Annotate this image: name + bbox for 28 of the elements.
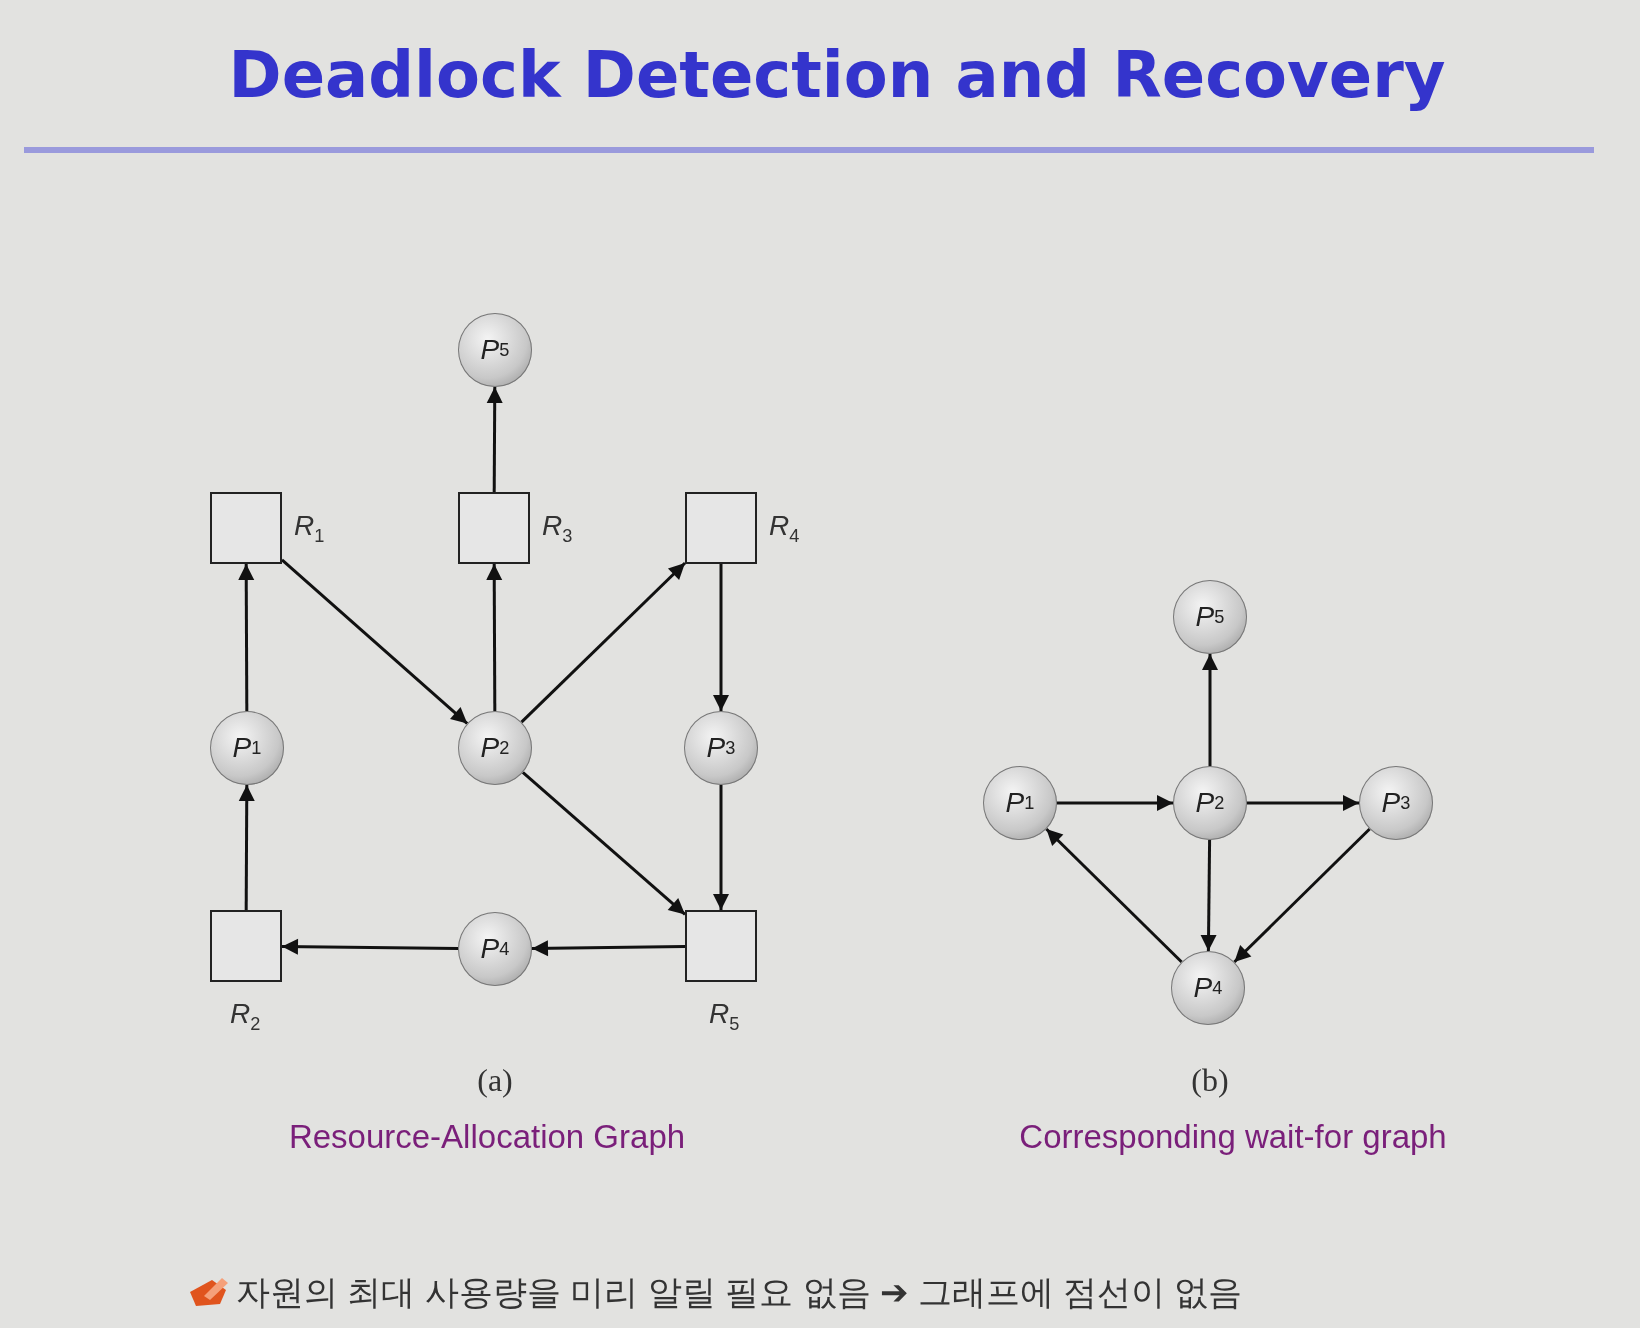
caption: Resource-Allocation Graph bbox=[287, 1118, 687, 1156]
arrow bbox=[238, 785, 255, 910]
caption: Corresponding wait-for graph bbox=[1018, 1118, 1448, 1156]
arrow bbox=[1045, 827, 1183, 964]
resource-label: R$_{3}$ bbox=[542, 510, 573, 547]
arrow bbox=[281, 558, 469, 725]
arrow bbox=[531, 940, 686, 957]
resource-label: R$_{4}$ bbox=[769, 510, 800, 547]
arrow bbox=[1247, 795, 1359, 811]
resource-label: R$_{1}$ bbox=[294, 510, 325, 547]
note-text: 자원의 최대 사용량을 미리 알릴 필요 없음 ➔ 그래프에 점선이 없음 bbox=[236, 1272, 1243, 1313]
arrow bbox=[1200, 840, 1217, 951]
arrow bbox=[238, 564, 255, 711]
arrow bbox=[1057, 795, 1173, 811]
arrow bbox=[713, 564, 729, 711]
arrow bbox=[486, 564, 503, 711]
arrow bbox=[1202, 654, 1218, 766]
resource-label: R$_{2}$ bbox=[230, 998, 261, 1035]
figure-label: (b) bbox=[1190, 1062, 1230, 1099]
arrow bbox=[713, 785, 729, 910]
resource-label: R$_{5}$ bbox=[709, 998, 740, 1035]
arrow bbox=[281, 938, 458, 955]
arrow bbox=[521, 771, 686, 916]
arrow bbox=[520, 561, 687, 724]
arrow bbox=[486, 387, 503, 492]
figure-label: (a) bbox=[476, 1062, 514, 1099]
title: Deadlock Detection and Recovery bbox=[227, 38, 1447, 112]
arrow bbox=[1233, 827, 1371, 964]
